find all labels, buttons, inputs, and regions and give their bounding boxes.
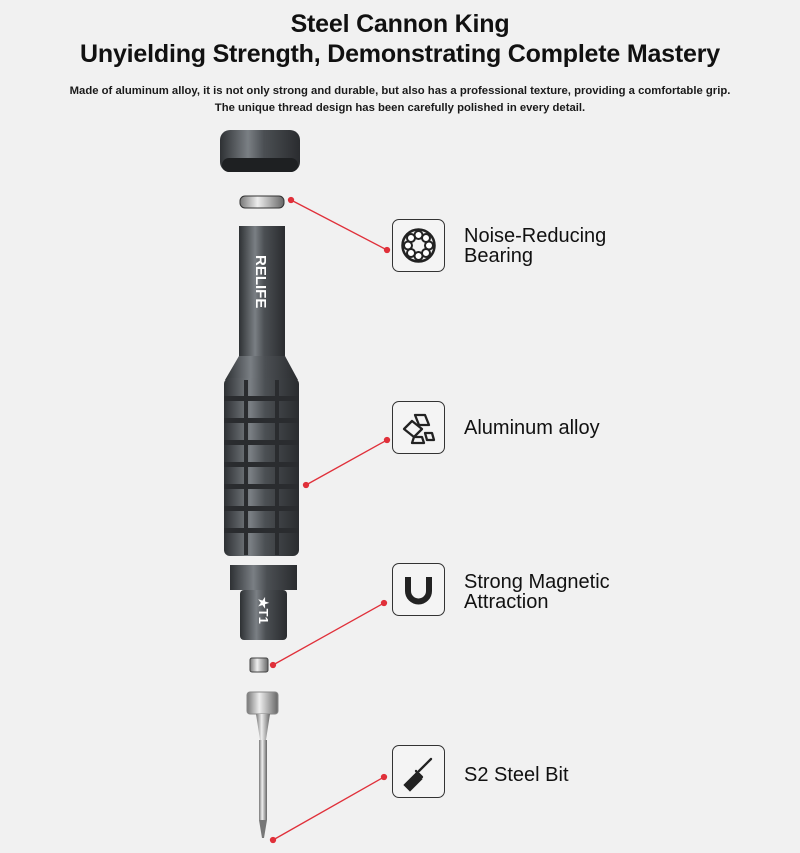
end-cap xyxy=(220,130,300,172)
handle: RELIFE ★T1 xyxy=(224,226,299,640)
title-line-2: Unyielding Strength, Demonstrating Compl… xyxy=(80,40,720,68)
steel-bit xyxy=(246,691,279,838)
bearing-icon xyxy=(401,228,436,263)
bearing-icon-box xyxy=(392,219,445,272)
screwdriver-icon xyxy=(403,757,433,792)
screwdriver-icon-box xyxy=(392,745,445,798)
callout-lines xyxy=(269,196,391,844)
metal-bars-icon xyxy=(402,413,436,445)
bit-marking: ★T1 xyxy=(256,597,271,624)
title-line-1: Steel Cannon King xyxy=(290,10,510,38)
bearing-ring xyxy=(239,195,285,209)
brand-logo: RELIFE xyxy=(252,255,269,308)
magnet-icon-box xyxy=(392,563,445,616)
magnet-ring xyxy=(249,657,269,673)
metal-bars-icon-box xyxy=(392,401,445,454)
description: Made of aluminum alloy, it is not only s… xyxy=(69,85,731,114)
feature-label-aluminum: Aluminum alloy xyxy=(464,417,600,439)
feature-label-bit: S2 Steel Bit xyxy=(464,764,569,786)
magnet-icon xyxy=(405,577,432,605)
